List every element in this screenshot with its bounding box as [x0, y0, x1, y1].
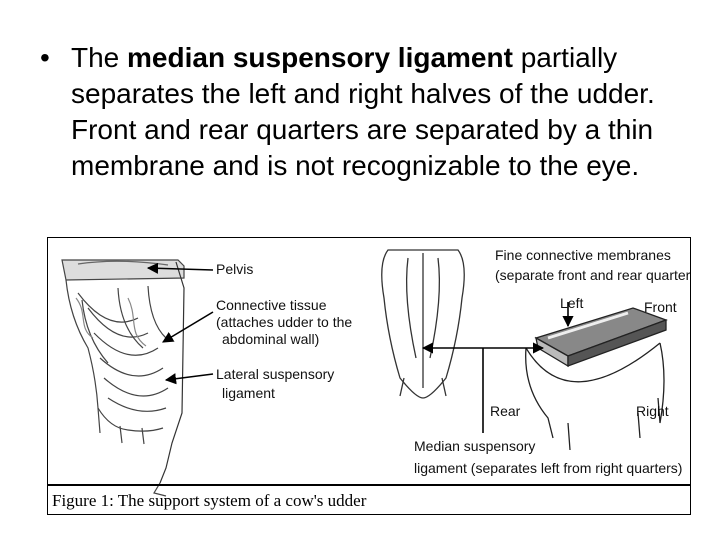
bullet-text-end: partially separates the left and right h…: [71, 42, 655, 181]
figure-caption: Figure 1: The support system of a cow's …: [52, 491, 367, 510]
label-left: Left: [560, 295, 583, 311]
bullet-point: • The median suspensory ligament partial…: [40, 40, 690, 184]
label-connective-tissue-2: (attaches udder to the: [216, 314, 352, 330]
udder-diagram: Pelvis Connective tissue (attaches udder…: [48, 247, 690, 510]
label-front: Front: [644, 299, 677, 315]
label-right: Right: [636, 403, 669, 419]
bullet-marker: •: [40, 42, 50, 73]
rear-view-drawing: [381, 249, 465, 399]
side-view-drawing: [61, 259, 185, 497]
bullet-text: The median suspensory ligament partially…: [71, 40, 690, 184]
label-median-suspensory-2: ligament (separates left from right quar…: [414, 460, 682, 476]
udder-support-figure: Pelvis Connective tissue (attaches udder…: [47, 237, 691, 515]
label-connective-tissue-3: abdominal wall): [222, 331, 319, 347]
label-median-suspensory: Median suspensory: [414, 438, 535, 454]
membrane-drawing: [525, 307, 668, 451]
label-fine-membranes: Fine connective membranes: [495, 247, 671, 263]
pointer-arrows: [146, 262, 574, 433]
caption-divider: [48, 484, 690, 486]
label-pelvis: Pelvis: [216, 261, 253, 277]
label-lateral-suspensory: Lateral suspensory: [216, 366, 334, 382]
bullet-text-start: The: [71, 42, 128, 73]
bold-term: median suspensory ligament: [127, 42, 513, 73]
label-rear: Rear: [490, 403, 521, 419]
label-connective-tissue: Connective tissue: [216, 297, 327, 313]
label-fine-membranes-2: (separate front and rear quarters): [495, 267, 690, 283]
label-lateral-suspensory-2: ligament: [222, 385, 275, 401]
